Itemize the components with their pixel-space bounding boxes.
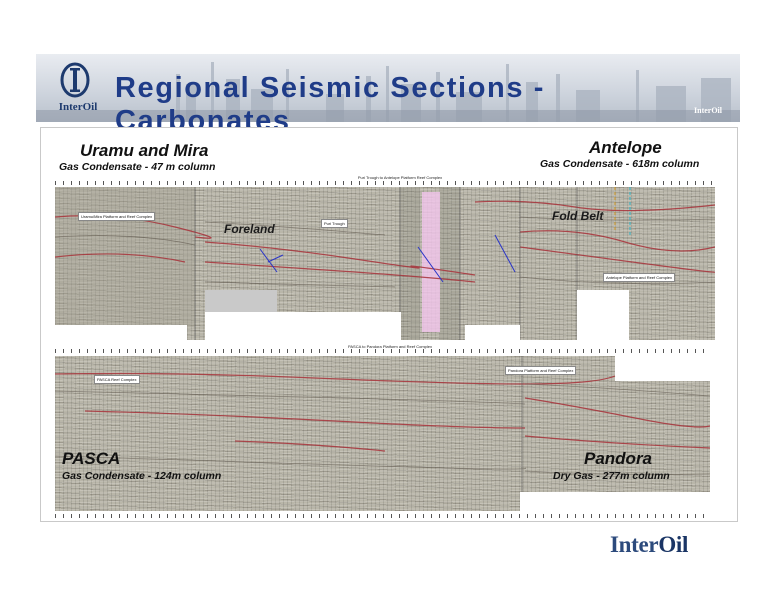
antelope-detail: Gas Condensate - 618m column [540,158,700,170]
upper-reflectors [55,187,715,340]
pandora-box-label: Pandora Platform and Reef Complex [505,366,577,375]
lower-blank-right [520,492,710,512]
upper-blank-left [55,325,187,340]
foreland-label: Foreland [224,222,275,236]
logo-wordmark: InterOil [58,101,98,113]
footer-brand-oil: Oil [658,532,689,557]
banner-brand: InterOil [694,106,722,115]
lower-seismic-section [55,356,710,511]
lower-tick-bar [55,349,710,353]
lower-section-title: PASCA to Pandora Platform and Reef Compl… [348,344,432,349]
interoil-logo-icon [60,62,90,98]
pasca-box-label: PASCA Reef Complex [94,375,140,384]
pink-highlight-band [422,192,440,332]
footer-interoil-logo: InterOil [610,532,688,558]
uramu-detail: Gas Condensate - 47 m column [59,161,216,173]
uramu-box-label: Uramu/Mira Platform and Reef Complex [78,212,156,221]
upper-grey-block [205,290,277,312]
header-banner [36,54,740,122]
uramu-title: Uramu and Mira [80,141,209,160]
upper-tick-bar [55,181,715,185]
fold-belt-label: Fold Belt [552,209,604,223]
upper-blank-right [577,290,629,340]
pandora-detail: Dry Gas - 277m column [553,470,670,482]
antelope-box-label: Antelope Platform and Reef Complex [603,273,676,282]
upper-blank-right-small [465,325,520,340]
refinery-background-image [36,62,740,122]
pasca-title: PASCA [62,449,121,468]
antelope-title: Antelope [589,138,662,157]
lower-reflectors [55,356,710,511]
lower-bottom-tick-bar [55,514,710,518]
pandora-title: Pandora [584,449,653,468]
upper-section-title: Puri Trough to Antelope Platform Reef Co… [357,175,443,180]
puri-trough-label: Puri Trough [321,219,348,228]
pasca-detail: Gas Condensate - 124m column [62,470,222,482]
upper-blank-mid [205,312,401,340]
footer-brand-inter: Inter [610,532,659,557]
